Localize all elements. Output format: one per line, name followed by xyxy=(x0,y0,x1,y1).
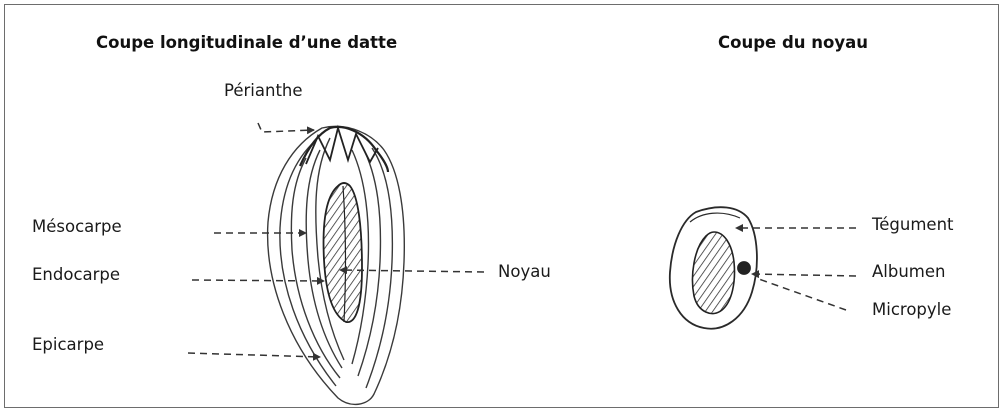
leader-endocarpe xyxy=(192,280,324,281)
date-illustration xyxy=(268,126,405,404)
leader-perianthe xyxy=(258,123,314,132)
leader-epicarpe xyxy=(188,353,320,357)
seed-albumen-hatched xyxy=(693,232,735,314)
seed-micropyle-dot xyxy=(738,262,750,274)
seed-illustration xyxy=(670,207,757,328)
leader-micropyle xyxy=(756,278,846,310)
date-seed xyxy=(324,183,362,322)
leader-albumen xyxy=(752,274,856,276)
